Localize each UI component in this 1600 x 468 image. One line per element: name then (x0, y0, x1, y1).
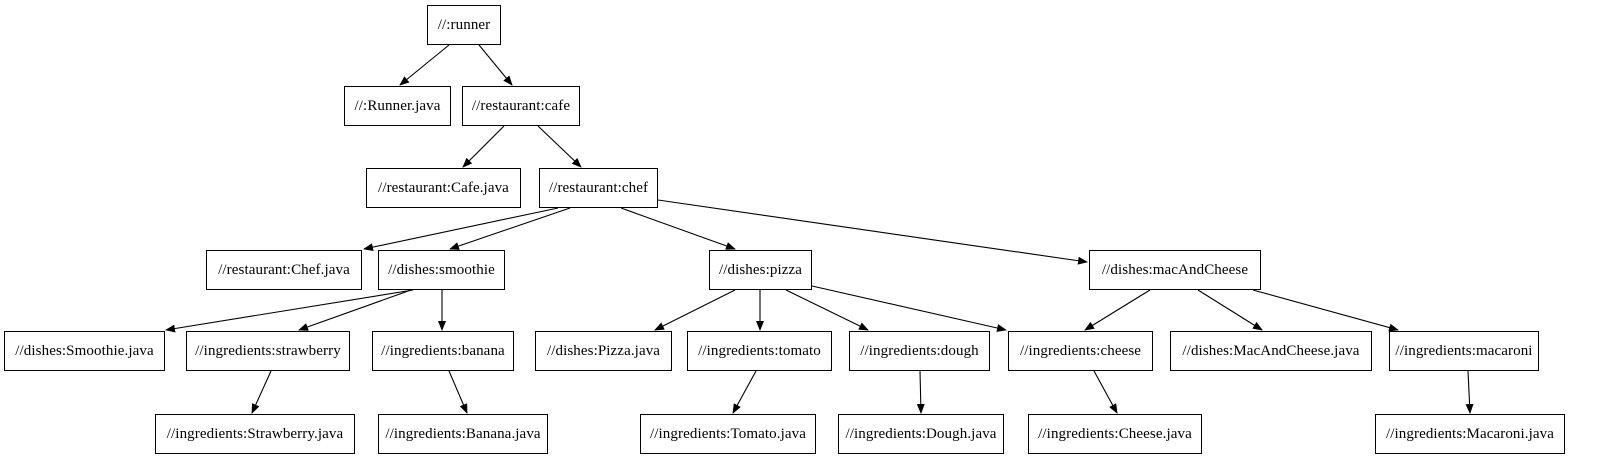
graph-node-chef_java[interactable]: //restaurant:Chef.java (206, 250, 362, 290)
graph-node-label: //ingredients:macaroni (1395, 342, 1533, 359)
graph-edge (298, 289, 412, 331)
graph-edge (916, 370, 925, 414)
graph-edge (537, 125, 582, 168)
graph-node-label: //dishes:Smoothie.java (15, 342, 154, 359)
graph-node-label: //dishes:MacAndCheese.java (1182, 342, 1360, 359)
graph-node-macaroni_java[interactable]: //ingredients:Macaroni.java (1375, 414, 1565, 454)
graph-node-ing_cheese[interactable]: //ingredients:cheese (1008, 331, 1153, 371)
graph-node-label: //ingredients:Strawberry.java (166, 425, 344, 442)
graph-node-label: //restaurant:cafe (471, 97, 571, 114)
graph-node-dishes_macandchee[interactable]: //dishes:macAndCheese (1089, 250, 1261, 290)
graph-node-banana_java[interactable]: //ingredients:Banana.java (378, 414, 548, 454)
graph-edge (399, 44, 450, 86)
graph-node-label: //dishes:smoothie (388, 261, 495, 278)
graph-node-restaurant_chef[interactable]: //restaurant:chef (539, 168, 658, 208)
graph-node-label: //:Runner.java (354, 97, 441, 114)
graph-edge (620, 207, 736, 250)
graph-node-cafe_java[interactable]: //restaurant:Cafe.java (366, 168, 521, 208)
graph-node-ing_banana[interactable]: //ingredients:banana (372, 331, 514, 371)
graph-node-smoothie_java[interactable]: //dishes:Smoothie.java (4, 331, 165, 371)
graph-node-label: //ingredients:cheese (1019, 342, 1142, 359)
graph-node-label: //restaurant:Cafe.java (378, 179, 509, 196)
graph-edge (363, 207, 559, 252)
graph-edge (251, 370, 272, 414)
graph-node-cheese_java[interactable]: //ingredients:Cheese.java (1028, 414, 1202, 454)
graph-node-runner[interactable]: //:runner (427, 5, 501, 45)
graph-edge (449, 207, 571, 250)
graph-node-restaurant_cafe[interactable]: //restaurant:cafe (462, 86, 580, 126)
graph-edge (1465, 370, 1474, 414)
graph-node-ing_macaroni[interactable]: //ingredients:macaroni (1389, 331, 1539, 371)
graph-edge (448, 370, 468, 414)
graph-node-dishes_smoothie[interactable]: //dishes:smoothie (378, 250, 505, 290)
graph-node-ing_tomato[interactable]: //ingredients:tomato (687, 331, 832, 371)
graph-node-macandcheese_java[interactable]: //dishes:MacAndCheese.java (1170, 331, 1372, 371)
graph-node-label: //ingredients:strawberry (195, 342, 341, 359)
graph-node-label: //dishes:macAndCheese (1101, 261, 1249, 278)
graph-node-pizza_java[interactable]: //dishes:Pizza.java (535, 331, 672, 371)
graph-node-dishes_pizza[interactable]: //dishes:pizza (709, 250, 812, 290)
graph-edge (785, 289, 869, 331)
graph-edge (654, 289, 736, 331)
graph-node-ing_strawberry[interactable]: //ingredients:strawberry (186, 331, 350, 371)
graph-node-label: //dishes:Pizza.java (546, 342, 661, 359)
graph-node-label: //ingredients:dough (860, 342, 979, 359)
graph-edge (462, 125, 505, 168)
graph-node-dough_java[interactable]: //ingredients:Dough.java (838, 414, 1004, 454)
graph-node-runner_java[interactable]: //:Runner.java (344, 86, 451, 126)
graph-node-label: //dishes:pizza (718, 261, 803, 278)
graph-edge (811, 285, 1007, 332)
graph-node-ing_dough[interactable]: //ingredients:dough (849, 331, 990, 371)
graph-node-label: //ingredients:Tomato.java (650, 425, 806, 442)
graph-node-label: //ingredients:Dough.java (845, 425, 997, 442)
graph-node-label: //ingredients:tomato (698, 342, 821, 359)
graph-node-label: //ingredients:Macaroni.java (1385, 425, 1555, 442)
graph-node-label: //ingredients:banana (381, 342, 505, 359)
graph-node-tomato_java[interactable]: //ingredients:Tomato.java (640, 414, 816, 454)
graph-node-label: //:runner (437, 16, 491, 33)
graph-node-label: //restaurant:chef (548, 179, 649, 196)
graph-node-strawberry_java[interactable]: //ingredients:Strawberry.java (155, 414, 355, 454)
graph-node-label: //ingredients:Banana.java (385, 425, 541, 442)
graph-node-label: //ingredients:Cheese.java (1038, 425, 1192, 442)
graph-edge (478, 44, 513, 86)
graph-edge (732, 370, 757, 414)
graph-edge (1084, 289, 1151, 331)
graph-edge (1093, 370, 1118, 414)
graph-node-label: //restaurant:Chef.java (218, 261, 350, 278)
graph-edge (1197, 289, 1263, 331)
graph-edge (165, 289, 414, 333)
graph-edge (1252, 289, 1399, 332)
